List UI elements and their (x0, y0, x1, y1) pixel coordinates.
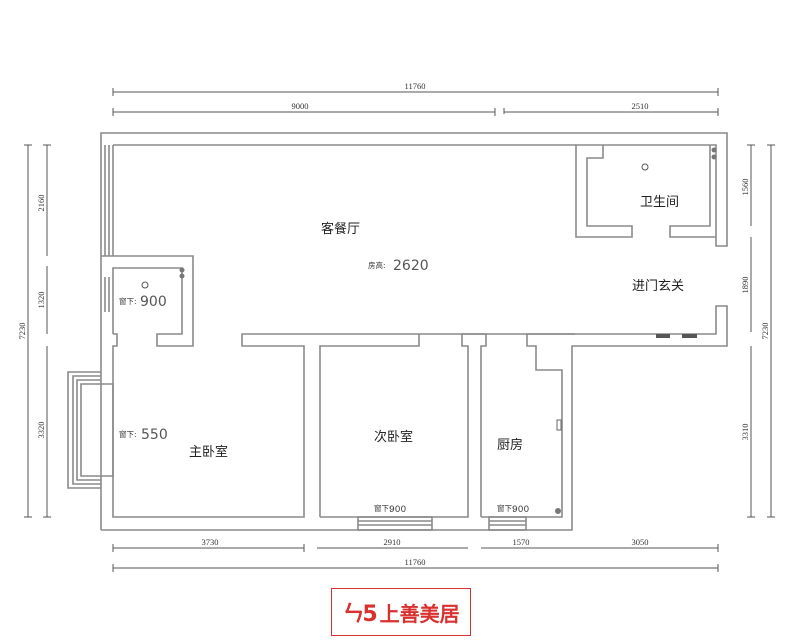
window-sill-master-value: 550 (141, 427, 168, 443)
dim-left-3: 3320 (36, 422, 46, 439)
dim-top-total: 11760 (405, 81, 426, 91)
dim-bottom-1: 3730 (202, 537, 219, 547)
window-sill-master-label: 窗下: (119, 429, 137, 439)
room-kitchen: 厨房 (497, 437, 523, 453)
window-sill-kitchen-value: 900 (512, 505, 529, 515)
pipe-icon (555, 508, 561, 514)
dim-bottom-3: 1570 (513, 537, 530, 547)
dim-right-2: 1890 (740, 277, 750, 294)
window-sill-second-label: 窗下: (374, 503, 392, 513)
left-dimensions: 7230 2160 1320 3320 (17, 144, 51, 518)
brand-logo: ㄣ5 上善美居 (331, 588, 471, 636)
logo-text: 上善美居 (379, 601, 460, 626)
window-sill-small-label: 窗下: (119, 296, 137, 306)
dim-left-total: 7230 (17, 323, 27, 340)
room-living-dining: 客餐厅 (321, 221, 360, 237)
logo-mark-icon: ㄣ5 (342, 602, 377, 627)
ceiling-height-value: 2620 (393, 258, 429, 274)
window-sill-second-value: 900 (389, 505, 406, 515)
dim-right-total: 7230 (760, 323, 770, 340)
dim-top-left: 9000 (292, 101, 309, 111)
pipe-icon (711, 147, 717, 153)
dim-left-2: 1320 (36, 292, 46, 309)
electric-box-icon (682, 334, 697, 338)
pipe-icon (179, 273, 185, 279)
bottom-dimensions: 3730 2910 1570 3050 11760 (112, 537, 719, 572)
dim-right-1: 1560 (740, 179, 750, 196)
dim-top-right: 2510 (632, 101, 649, 111)
room-entrance: 进门玄关 (632, 279, 684, 294)
room-bathroom: 卫生间 (640, 195, 679, 210)
meter-icon (556, 419, 562, 431)
dim-right-3: 3310 (740, 424, 750, 441)
ceiling-height-label: 房高: (368, 260, 386, 270)
pipe-icon (711, 154, 717, 160)
window-sill-kitchen-label: 窗下: (497, 503, 515, 513)
dim-bottom-4: 3050 (632, 537, 649, 547)
pipe-icon (179, 267, 185, 273)
fixtures (141, 147, 717, 514)
floor-drain-icon (641, 163, 649, 171)
walls (67, 132, 728, 531)
dim-left-1: 2160 (36, 195, 46, 212)
electric-box-icon (656, 334, 670, 338)
room-second-bedroom: 次卧室 (374, 429, 413, 445)
dim-bottom-2: 2910 (384, 537, 401, 547)
right-dimensions: 7230 1560 1890 3310 (740, 144, 775, 518)
window-sill-small-value: 900 (140, 294, 167, 310)
top-dimensions: 11760 9000 2510 (112, 81, 719, 116)
room-master-bedroom: 主卧室 (189, 444, 228, 460)
floor-drain-icon (141, 281, 149, 289)
dim-bottom-total: 11760 (405, 557, 426, 567)
